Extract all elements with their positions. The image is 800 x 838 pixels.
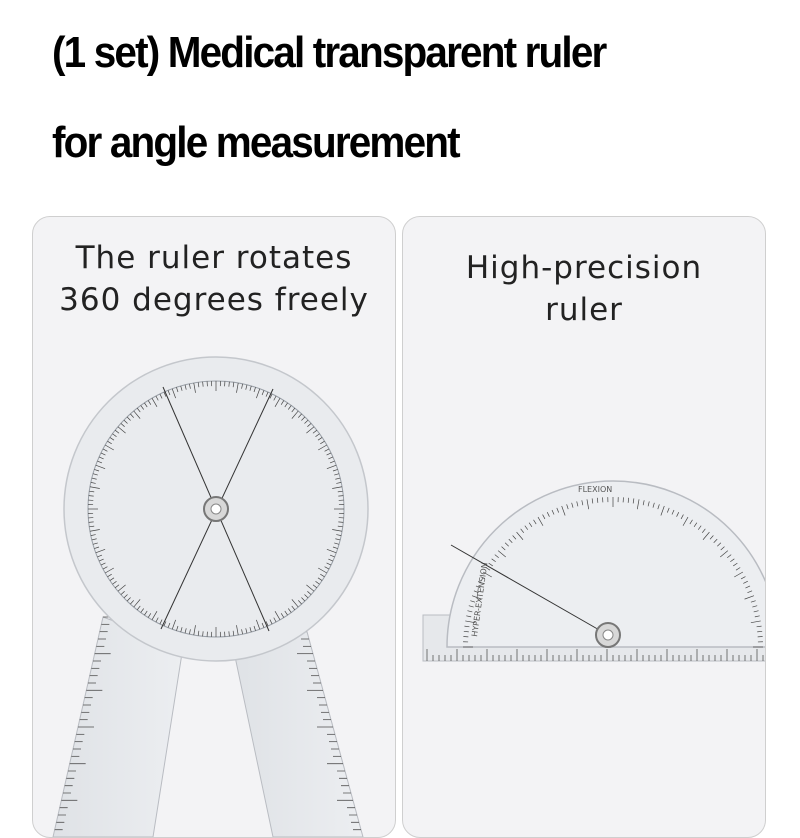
caption-line: 360 degrees freely — [33, 279, 395, 321]
panel-precision: FLEXION HYPER-EXTENSION High-precision r… — [402, 216, 766, 838]
headline-line-1: (1 set) Medical transparent ruler — [52, 28, 605, 78]
caption-line: ruler — [403, 289, 765, 331]
headline-line-2: for angle measurement — [52, 118, 459, 168]
panel-caption-precision: High-precision ruler — [403, 247, 765, 331]
panel-caption-rotation: The ruler rotates 360 degrees freely — [33, 237, 395, 321]
flexion-label: FLEXION — [578, 485, 612, 494]
caption-line: The ruler rotates — [33, 237, 395, 279]
panel-rotation: The ruler rotates 360 degrees freely — [32, 216, 396, 838]
caption-line: High-precision — [403, 247, 765, 289]
